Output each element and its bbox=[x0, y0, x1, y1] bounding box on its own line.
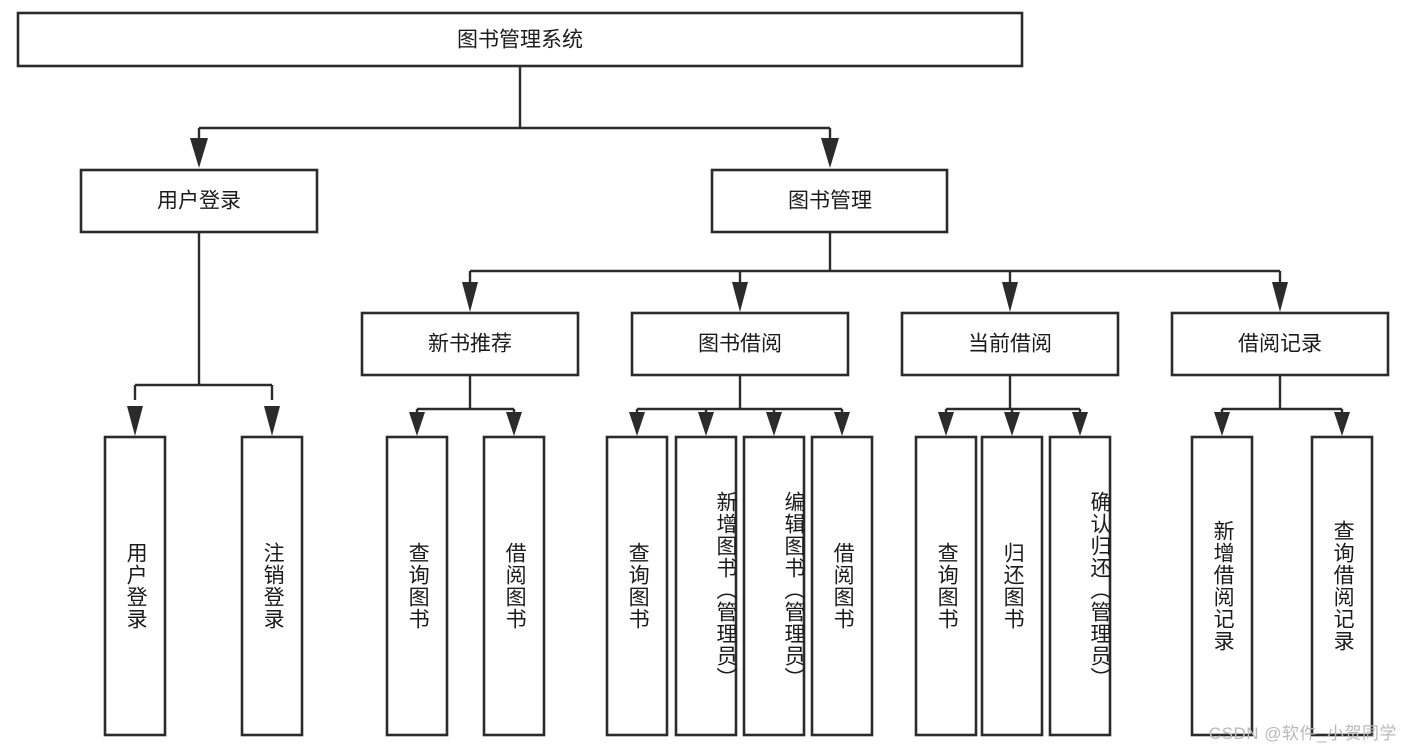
node-current-borrow-box[interactable] bbox=[900, 311, 1120, 377]
leaf-box-nbr-query-book[interactable] bbox=[385, 435, 449, 737]
node-borrow-record-box[interactable] bbox=[1170, 311, 1390, 377]
arrow-head-user-login bbox=[190, 138, 208, 168]
arrow-head-bb-leaf-4 bbox=[834, 412, 850, 436]
leaf-box-logout[interactable] bbox=[240, 435, 304, 737]
arrow-head-leaf-user-login bbox=[127, 406, 143, 436]
arrow-head-cb-leaf-1 bbox=[938, 412, 954, 436]
leaf-box-bb-edit-book[interactable] bbox=[742, 435, 806, 737]
node-book-manage-box[interactable] bbox=[710, 168, 949, 234]
arrow-head-leaf-logout bbox=[264, 406, 280, 436]
arrow-head-book-manage bbox=[821, 138, 839, 168]
leaf-box-br-query-record[interactable] bbox=[1310, 435, 1374, 737]
node-root-box[interactable] bbox=[16, 11, 1024, 68]
arrow-head-bb-leaf-2 bbox=[698, 412, 714, 436]
node-book-manage-label: 图书管理 bbox=[788, 190, 872, 213]
leaf-box-br-add-record[interactable] bbox=[1190, 435, 1254, 737]
leaf-box-cb-return-book[interactable] bbox=[980, 435, 1044, 737]
arrow-head-cb-leaf-2 bbox=[1004, 412, 1020, 436]
leaf-box-nbr-borrow-book[interactable] bbox=[482, 435, 546, 737]
node-book-borrow-label: 图书借阅 bbox=[698, 333, 782, 356]
arrow-head-br-leaf-2 bbox=[1334, 412, 1350, 436]
arrow-head-borrow-record bbox=[1272, 282, 1288, 312]
leaf-box-bb-add-book[interactable] bbox=[674, 435, 738, 737]
watermark-text: CSDN @软件_小贺同学 bbox=[1208, 724, 1397, 743]
leaf-box-cb-query-book[interactable] bbox=[914, 435, 978, 737]
arrow-head-book-borrow bbox=[732, 282, 748, 312]
leaf-box-user-login[interactable] bbox=[103, 435, 167, 737]
arrow-head-cb-leaf-3 bbox=[1072, 412, 1088, 436]
arrow-head-bb-leaf-1 bbox=[629, 412, 645, 436]
leaf-box-cb-confirm-return[interactable] bbox=[1048, 435, 1112, 737]
arrow-head-bb-leaf-3 bbox=[766, 412, 782, 436]
node-borrow-record-label: 借阅记录 bbox=[1238, 333, 1322, 356]
arrow-head-nbr-leaf-2 bbox=[506, 412, 522, 436]
leaf-box-bb-query-book[interactable] bbox=[605, 435, 669, 737]
leaf-box-bb-borrow-book[interactable] bbox=[810, 435, 874, 737]
node-root-label: 图书管理系统 bbox=[457, 29, 583, 52]
node-current-borrow-label: 当前借阅 bbox=[968, 333, 1052, 356]
node-new-book-recommend-box[interactable] bbox=[360, 311, 580, 377]
node-new-book-recommend-label: 新书推荐 bbox=[428, 333, 512, 356]
node-user-login-label: 用户登录 bbox=[157, 190, 241, 213]
arrow-head-new-book-recommend bbox=[462, 282, 478, 312]
arrow-head-nbr-leaf-1 bbox=[409, 412, 425, 436]
node-book-borrow-box[interactable] bbox=[630, 311, 850, 377]
arrow-head-br-leaf-1 bbox=[1214, 412, 1230, 436]
arrow-head-current-borrow bbox=[1002, 282, 1018, 312]
